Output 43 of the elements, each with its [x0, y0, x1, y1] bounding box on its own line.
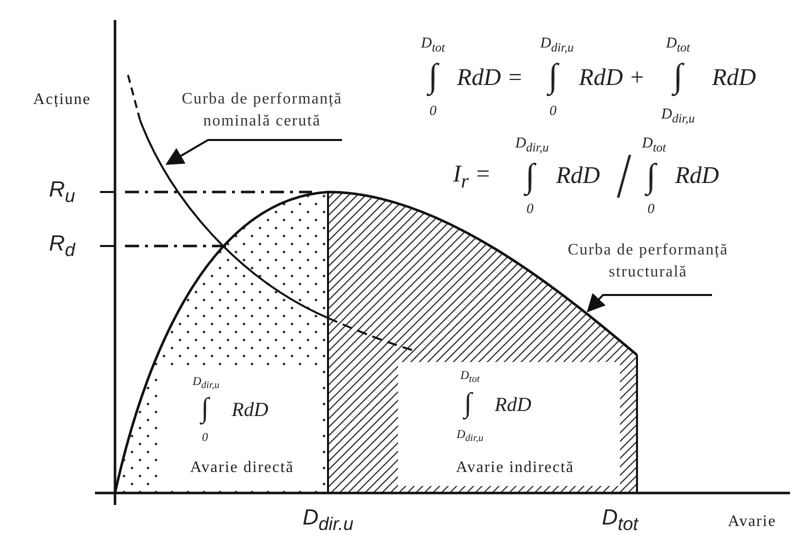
formula-term: RdD	[494, 395, 532, 415]
integral-sign: ∫	[673, 60, 683, 94]
integral-limit: D$_{tot}$	[642, 136, 666, 154]
integral-limit: 0	[430, 105, 436, 119]
integral-limit: 0	[202, 431, 208, 443]
leader-line	[165, 139, 342, 165]
curve-caption: Curba de performanță structurală	[548, 239, 748, 283]
integral-limit: D$_{dir,u}$	[515, 136, 549, 154]
performance-curve	[127, 74, 412, 351]
formula-term: I$_{r}$ =	[453, 162, 491, 192]
axis-title: Acțiune	[33, 92, 91, 108]
axis-title: Avarie	[728, 514, 776, 530]
curve-caption: Curba de performanță nominală cerută	[167, 88, 357, 132]
integral-limit: D$_{tot}$	[666, 36, 690, 54]
integral-sign: ∫	[646, 160, 656, 194]
integral-sign: ∫	[201, 395, 209, 423]
fraction-slash: /	[616, 144, 632, 208]
integral-limit: D$_{dir,u}$	[661, 107, 695, 125]
integral-limit: D$_{dir,u}$	[540, 36, 574, 54]
integral-sign: ∫	[428, 60, 438, 94]
formula-term: RdD	[232, 400, 268, 420]
axis-value: R$_{d}$	[48, 232, 76, 260]
formula-term: RdD +	[578, 66, 646, 90]
axis-value: D$_{dir.u}$	[302, 506, 354, 534]
formula-term: RdD	[675, 164, 719, 188]
axis-value: D$_{tot}$	[602, 506, 638, 534]
integral-limit: D$_{dir,u}$	[192, 374, 220, 392]
integral-limit: D$_{tot}$	[460, 368, 480, 386]
area-label: Avarie directă	[190, 460, 294, 476]
area-label: Avarie indirectă	[456, 460, 574, 476]
integral-limit: D$_{dir,u}$	[456, 428, 484, 444]
integral-sign: ∫	[525, 160, 535, 194]
integral-limit: 0	[648, 203, 654, 217]
axis-value: R$_{u}$	[48, 178, 76, 206]
integral-limit: 0	[526, 203, 534, 217]
integral-sign: ∫	[464, 390, 472, 418]
integral-limit: 0	[550, 105, 556, 119]
integral-sign: ∫	[548, 60, 558, 94]
formula-term: RdD	[556, 164, 600, 188]
integral-limit: D$_{tot}$	[420, 36, 446, 54]
leader-line	[586, 293, 712, 312]
formula-term: RdD =	[456, 66, 524, 90]
formula-term: RdD	[712, 66, 756, 90]
